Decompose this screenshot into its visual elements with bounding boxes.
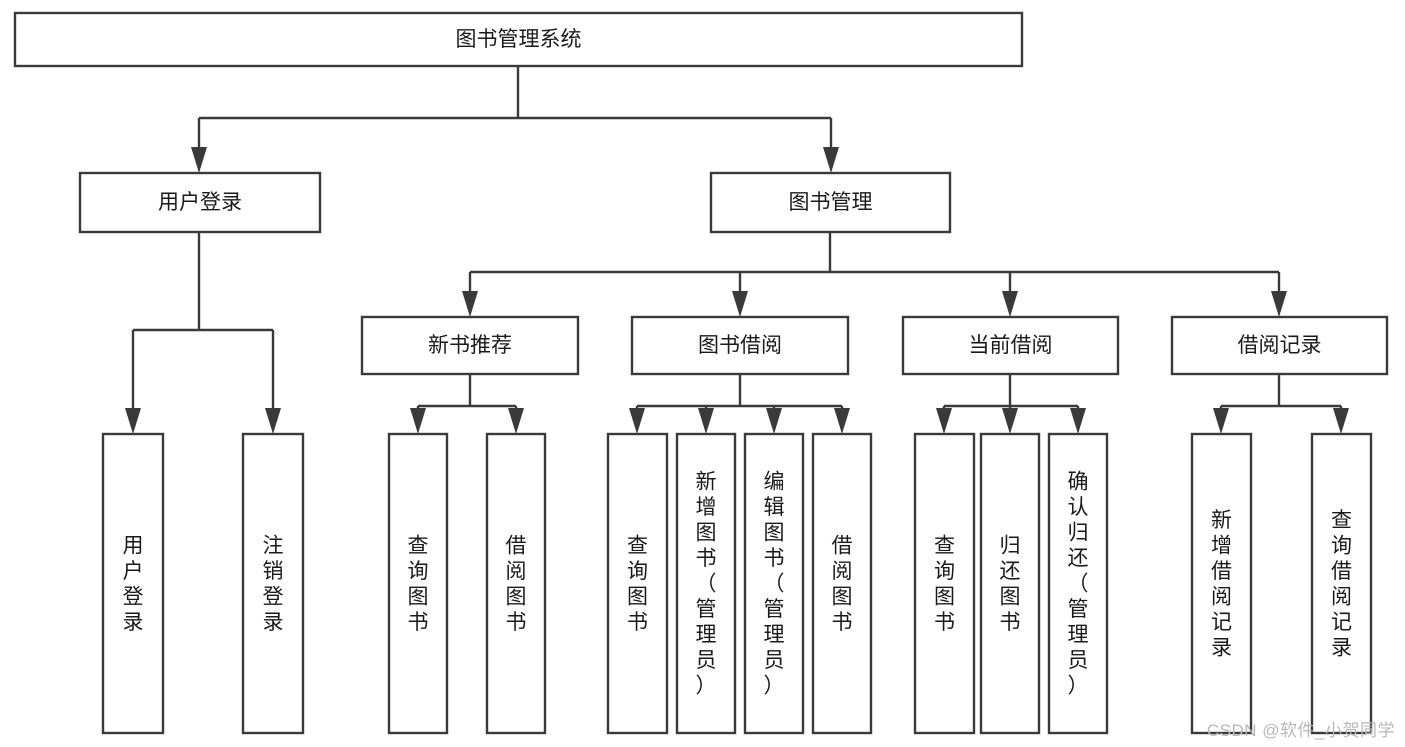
node-box[interactable] xyxy=(743,432,805,735)
arrowhead-icon xyxy=(698,408,714,434)
node-label: 归还图书 xyxy=(1000,534,1021,634)
node-label: 图书管理系统 xyxy=(456,28,582,51)
edge-group-book-manage xyxy=(462,232,1287,317)
node-label: 编辑图书（管理员） xyxy=(764,471,785,698)
node-box[interactable] xyxy=(709,171,952,234)
node-box[interactable] xyxy=(1310,432,1373,735)
node-leaf-borrow-book-1[interactable]: 借阅图书 xyxy=(485,432,547,735)
arrowhead-icon xyxy=(1333,408,1349,434)
arrowhead-icon xyxy=(191,147,207,173)
edge-group-root xyxy=(191,66,839,173)
node-box[interactable] xyxy=(241,432,305,735)
edge-group-user-login xyxy=(125,232,281,434)
node-leaf-query-book-2[interactable]: 查询图书 xyxy=(606,432,669,735)
node-box[interactable] xyxy=(1047,432,1109,735)
node-label: 图书管理 xyxy=(789,191,873,214)
node-root[interactable]: 图书管理系统 xyxy=(13,11,1024,68)
node-leaf-return-book[interactable]: 归还图书 xyxy=(979,432,1041,735)
node-user-login[interactable]: 用户登录 xyxy=(78,171,322,234)
node-leaf-edit-book[interactable]: 编辑图书（管理员） xyxy=(743,432,805,735)
node-box[interactable] xyxy=(101,432,165,735)
node-leaf-logout[interactable]: 注销登录 xyxy=(241,432,305,735)
arrowhead-icon xyxy=(508,408,524,434)
node-label: 新增借阅记录 xyxy=(1211,509,1232,660)
arrowhead-icon xyxy=(462,291,478,317)
node-label: 用户登录 xyxy=(158,191,242,214)
node-borrow-record[interactable]: 借阅记录 xyxy=(1170,315,1389,376)
arrowhead-icon xyxy=(834,408,850,434)
node-box[interactable] xyxy=(811,432,873,735)
node-label: 借阅记录 xyxy=(1238,334,1322,357)
edge-group-borrow-record xyxy=(1213,374,1349,434)
arrowhead-icon xyxy=(732,291,748,317)
node-box[interactable] xyxy=(78,171,322,234)
node-box[interactable] xyxy=(360,315,580,376)
edge-group-new-book-recommend xyxy=(410,374,524,434)
node-box[interactable] xyxy=(901,315,1120,376)
node-book-manage[interactable]: 图书管理 xyxy=(709,171,952,234)
node-box[interactable] xyxy=(630,315,850,376)
watermark-text: CSDN @软件_小贺同学 xyxy=(1206,721,1395,740)
node-label: 新书推荐 xyxy=(428,334,512,357)
arrowhead-icon xyxy=(125,408,141,434)
arrowhead-icon xyxy=(823,147,839,173)
node-leaf-query-borrow-record[interactable]: 查询借阅记录 xyxy=(1310,432,1373,735)
node-label: 用户登录 xyxy=(123,534,144,634)
node-label: 查询图书 xyxy=(627,534,648,634)
arrowhead-icon xyxy=(1002,408,1018,434)
node-box[interactable] xyxy=(1170,315,1389,376)
node-book-borrow[interactable]: 图书借阅 xyxy=(630,315,850,376)
node-label: 借阅图书 xyxy=(506,534,527,634)
arrowhead-icon xyxy=(936,408,952,434)
arrowhead-icon xyxy=(766,408,782,434)
node-box[interactable] xyxy=(387,432,449,735)
arrowhead-icon xyxy=(629,408,645,434)
arrowhead-icon xyxy=(1070,408,1086,434)
node-label: 当前借阅 xyxy=(969,334,1053,357)
edge-group-current-borrow xyxy=(936,374,1086,434)
node-current-borrow[interactable]: 当前借阅 xyxy=(901,315,1120,376)
node-label: 查询图书 xyxy=(408,534,429,634)
node-box[interactable] xyxy=(606,432,669,735)
edge-group-book-borrow xyxy=(629,374,850,434)
node-box[interactable] xyxy=(485,432,547,735)
node-box[interactable] xyxy=(913,432,976,735)
node-label: 新增图书（管理员） xyxy=(696,471,717,698)
node-box[interactable] xyxy=(675,432,737,735)
node-leaf-add-book[interactable]: 新增图书（管理员） xyxy=(675,432,737,735)
edges-layer xyxy=(125,66,1349,434)
node-leaf-user-login[interactable]: 用户登录 xyxy=(101,432,165,735)
arrowhead-icon xyxy=(265,408,281,434)
node-label: 注销登录 xyxy=(263,534,284,634)
node-leaf-query-book-1[interactable]: 查询图书 xyxy=(387,432,449,735)
node-leaf-query-book-3[interactable]: 查询图书 xyxy=(913,432,976,735)
node-label: 借阅图书 xyxy=(832,534,853,634)
node-label: 图书借阅 xyxy=(698,334,782,357)
node-leaf-borrow-book-2[interactable]: 借阅图书 xyxy=(811,432,873,735)
node-new-book-recommend[interactable]: 新书推荐 xyxy=(360,315,580,376)
arrowhead-icon xyxy=(410,408,426,434)
node-leaf-confirm-return[interactable]: 确认归还（管理员） xyxy=(1047,432,1109,735)
arrowhead-icon xyxy=(1002,291,1018,317)
node-box[interactable] xyxy=(1190,432,1253,735)
arrowhead-icon xyxy=(1271,291,1287,317)
node-box[interactable] xyxy=(13,11,1024,68)
node-label: 查询借阅记录 xyxy=(1331,509,1352,660)
node-leaf-add-borrow-record[interactable]: 新增借阅记录 xyxy=(1190,432,1253,735)
arrowhead-icon xyxy=(1213,408,1229,434)
node-label: 查询图书 xyxy=(934,534,955,634)
node-label: 确认归还（管理员） xyxy=(1068,471,1089,698)
node-box[interactable] xyxy=(979,432,1041,735)
nodes-layer: 图书管理系统用户登录图书管理新书推荐图书借阅当前借阅借阅记录用户登录注销登录查询… xyxy=(13,11,1389,735)
